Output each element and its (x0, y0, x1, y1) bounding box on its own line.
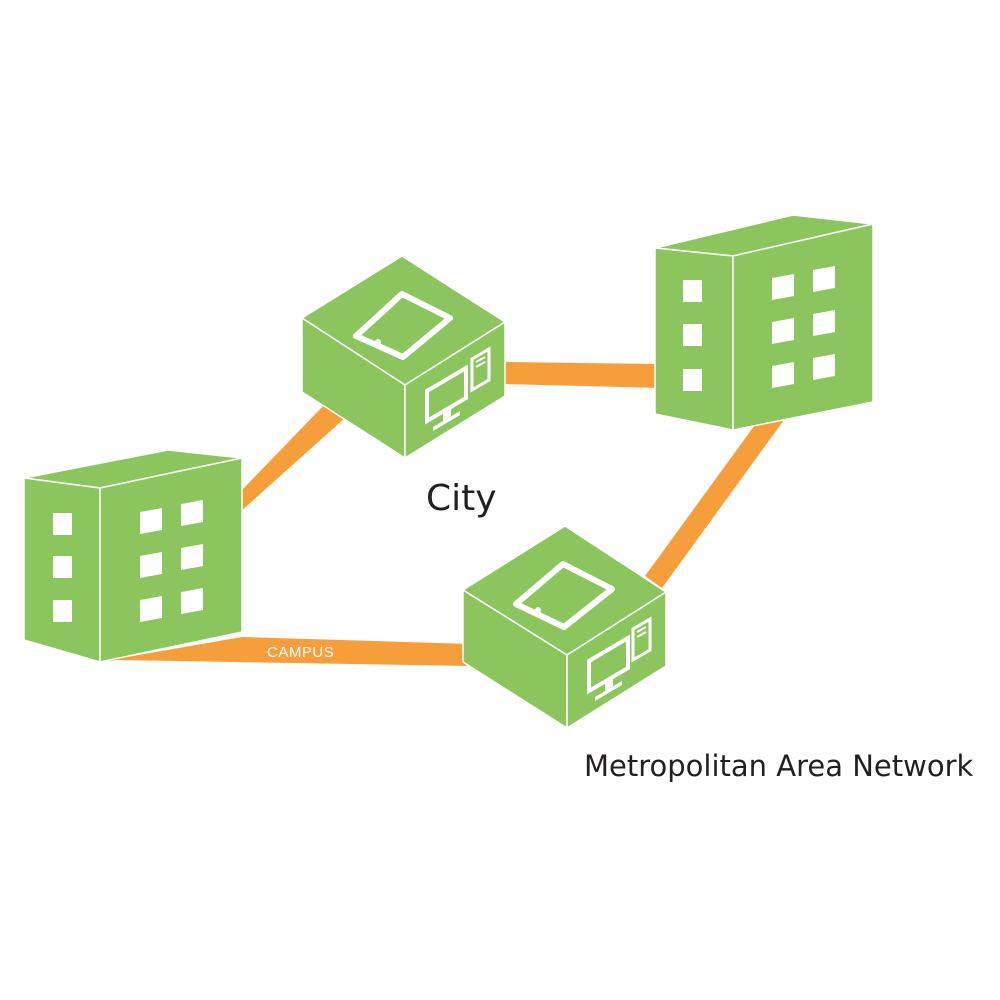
building-right-face (99, 457, 243, 663)
desktop-computer-icon (425, 346, 491, 431)
right-office-building (654, 214, 874, 431)
desktop-computer-icon (587, 616, 652, 701)
top-device-box (300, 255, 507, 460)
bottom-device-box (461, 525, 668, 730)
smartphone-icon (353, 291, 453, 360)
left-office-building (23, 449, 243, 663)
campus-link-label: CAMPUS (267, 644, 334, 661)
link-right-building-to-bottom-box (645, 420, 784, 588)
network-links (98, 362, 784, 666)
building-windows (53, 500, 203, 622)
network-type-label: Metropolitan Area Network (584, 749, 974, 783)
link-top-box-to-right-building (505, 362, 660, 388)
smartphone-icon (513, 561, 615, 630)
link-campus (98, 637, 470, 666)
building-windows (683, 266, 835, 391)
box-right-face (566, 590, 667, 730)
building-right-face (732, 223, 874, 431)
city-label: City (426, 478, 497, 519)
link-left-building-to-top-box (240, 402, 345, 512)
